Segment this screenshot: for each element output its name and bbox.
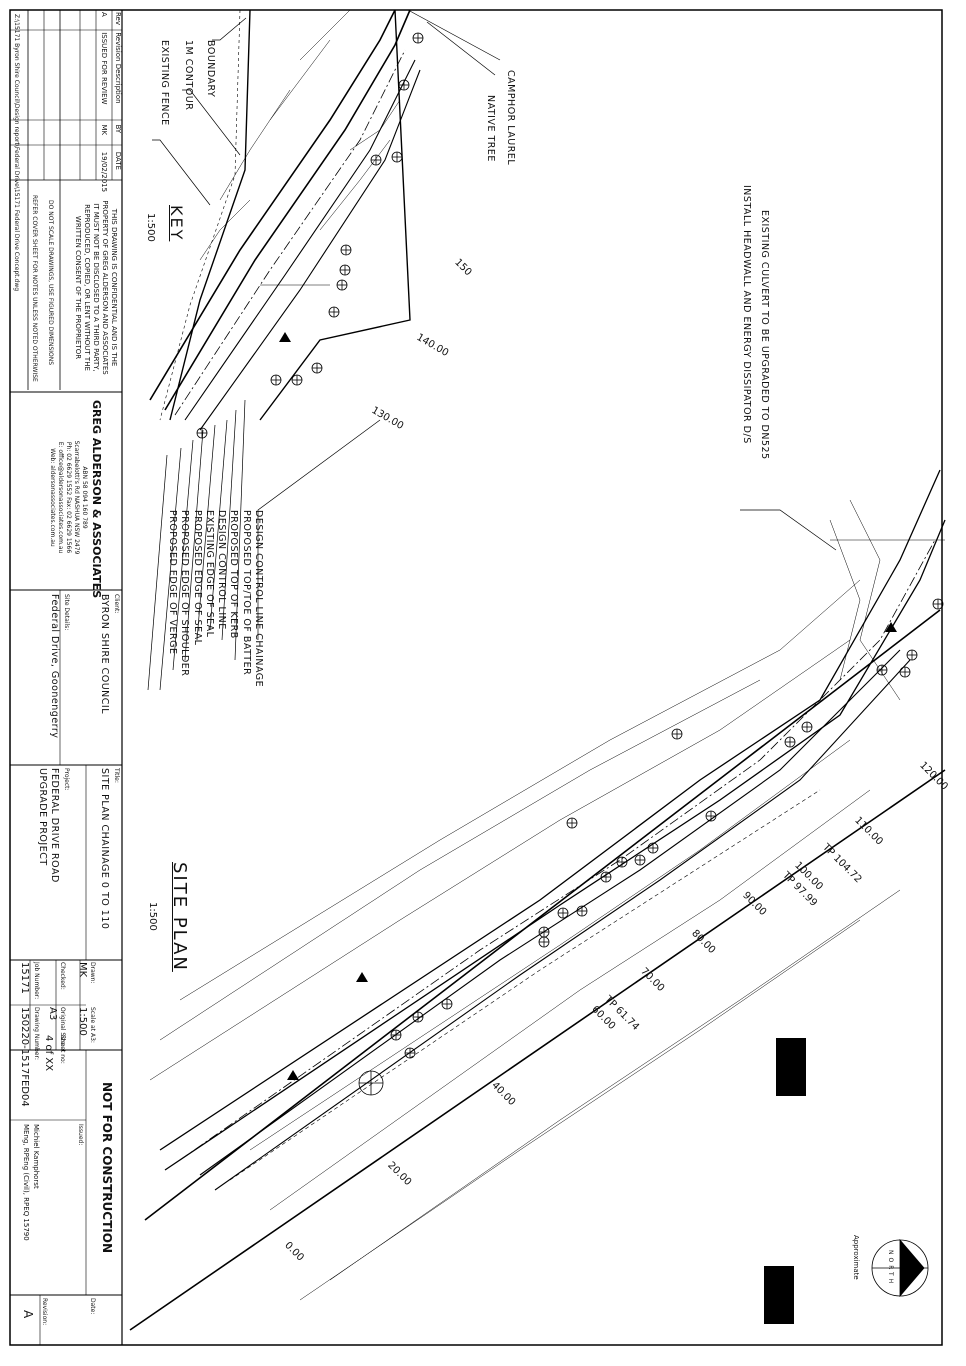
legend-top-of-kerb: PROPOSED TOP OF KERB bbox=[228, 510, 240, 639]
engineer-name: Michiel Kamphorst bbox=[32, 1124, 40, 1189]
date-cell: 19/02/2015 bbox=[100, 151, 108, 193]
drawn-value: MK bbox=[77, 962, 88, 978]
company-abn: ABN 58 094 160 789 bbox=[81, 466, 88, 529]
key-scale: 1:500 bbox=[145, 213, 156, 242]
confidential-line-5: WRITTEN CONSENT OF THE PROPRIETOR bbox=[74, 215, 82, 360]
client-value: BYRON SHIRE COUNCIL bbox=[99, 594, 110, 715]
label-1m-contour: 1M CONTOUR bbox=[183, 40, 194, 111]
site-plan-scale: 1:500 bbox=[147, 902, 158, 931]
north-approximate: Approximate bbox=[852, 1235, 860, 1280]
confidential-line-1: THIS DRAWING IS CONFIDENTIAL AND IS THE bbox=[110, 208, 118, 367]
company-name: GREG ALDERSON & ASSOCIATES bbox=[90, 400, 103, 599]
redaction-block-lower bbox=[764, 1266, 794, 1324]
project-line-1: FEDERAL DRIVE ROAD bbox=[49, 768, 60, 883]
rev-col-header: Rev bbox=[114, 12, 122, 25]
drawn-label: Drawn: bbox=[89, 962, 96, 984]
legend-top-toe-of-batter: PROPOSED TOP/TOE OF BATTER bbox=[240, 510, 252, 676]
site-plan-title: SITE PLAN bbox=[169, 862, 190, 972]
legend-existing-edge-of-seal: EXISTING EDGE OF SEAL bbox=[203, 510, 215, 638]
drawing-number-value: 150220-1517FED04 bbox=[19, 1007, 30, 1107]
legend-proposed-edge-of-shoulder: PROPOSED EDGE OF SHOULDER bbox=[179, 510, 191, 677]
scale-a3-label: Scale at A3: bbox=[89, 1007, 96, 1043]
legend-proposed-edge-of-verge: PROPOSED EDGE OF VERGE bbox=[166, 510, 178, 655]
site-value: Federal Drive, Goonengerry bbox=[49, 594, 60, 739]
confidential-line-2: PROPERTY OF GREG ALDERSON AND ASSOCIATES bbox=[101, 200, 109, 375]
status-not-for-construction: NOT FOR CONSTRUCTION bbox=[100, 1082, 114, 1253]
company-phone: Ph: 02 6629 1552 Fax: 02 6629 1566 bbox=[65, 441, 72, 554]
original-size-value: A3 bbox=[47, 1007, 58, 1021]
site-label: Site Details: bbox=[63, 594, 70, 631]
legend-design-control-line: DESIGN CONTROL LINE bbox=[216, 510, 228, 630]
rev-cell: A bbox=[100, 12, 108, 17]
redaction-block-upper bbox=[776, 1038, 806, 1096]
company-address: Scarrabelotti's Rd NASHUA NSW 2479 bbox=[73, 440, 80, 555]
label-existing-fence: EXISTING FENCE bbox=[159, 40, 170, 126]
do-not-scale-note: DO NOT SCALE DRAWINGS, USE FIGURED DIMEN… bbox=[47, 200, 54, 366]
label-boundary: BOUNDARY bbox=[205, 40, 216, 98]
company-email: E: office@aldersonassociates.com.au bbox=[57, 441, 64, 554]
project-label: Project: bbox=[63, 768, 70, 791]
confidential-note: THIS DRAWING IS CONFIDENTIAL AND IS THE … bbox=[73, 195, 118, 380]
label-headwall: INSTALL HEADWALL AND ENERGY DISSIPATOR D… bbox=[741, 185, 752, 444]
revision-value: A bbox=[21, 1310, 35, 1319]
title-label: Title: bbox=[113, 768, 120, 783]
job-number-label: Job Number: bbox=[33, 962, 40, 1000]
title-value: SITE PLAN CHAINAGE 0 TO 110 bbox=[99, 768, 110, 930]
drawing-number-label: Drawing Number: bbox=[33, 1007, 40, 1060]
key-title: KEY bbox=[167, 205, 186, 242]
confidential-line-4: REPRODUCED, COPIED, OR LENT WITHOUT THE bbox=[83, 204, 91, 371]
by-col-header: BY bbox=[114, 124, 122, 134]
cover-sheet-note: REFER COVER SHEET FOR NOTES UNLESS NOTED… bbox=[31, 195, 38, 382]
engineer-credentials: MEng, RPEng (Civil), RPEQ 15790 bbox=[22, 1124, 30, 1241]
sheet-no-value: 4 of XX bbox=[43, 1035, 54, 1072]
label-native-tree: NATIVE TREE bbox=[485, 95, 496, 162]
client-label: Client: bbox=[113, 594, 120, 614]
revision-description-header: Revision Description bbox=[114, 32, 122, 104]
revision-table-headers: Rev Revision Description BY DATE bbox=[113, 12, 122, 170]
confidential-line-3: IT MUST NOT BE DISCLOSED TO A THIRD PART… bbox=[92, 203, 100, 372]
north-arrow-icon bbox=[872, 1240, 928, 1296]
label-culvert-upgrade: EXISTING CULVERT TO BE UPGRADED TO DN525 bbox=[759, 210, 770, 460]
file-path: Z:\15171 Byron Shire Council\Design repo… bbox=[13, 14, 20, 292]
scale-a3-value: 1:500 bbox=[77, 1007, 88, 1036]
revision-label: Revision: bbox=[41, 1298, 48, 1326]
legend-proposed-edge-of-seal: PROPOSED EDGE OF SEAL bbox=[191, 510, 203, 646]
date-label: Date: bbox=[89, 1298, 96, 1315]
legend-design-control-line-chainage: DESIGN CONTROL LINE CHAINAGE bbox=[253, 510, 264, 688]
revision-row-a: A ISSUED FOR REVIEW MK 19/02/2015 bbox=[99, 12, 108, 192]
issued-label: Issued: bbox=[77, 1124, 84, 1146]
date-col-header: DATE bbox=[114, 151, 122, 170]
legend-list: DESIGN CONTROL LINE CHAINAGE PROPOSED TO… bbox=[166, 510, 264, 687]
company-details: ABN 58 094 160 789 Scarrabelotti's Rd NA… bbox=[48, 420, 88, 575]
by-cell: MK bbox=[100, 124, 108, 136]
company-web: Web: aldersonassociates.com.au bbox=[49, 448, 56, 547]
revision-description-cell: ISSUED FOR REVIEW bbox=[100, 32, 108, 105]
sheet-no-label: Sheet no: bbox=[59, 1035, 66, 1064]
job-number-value: 15171 bbox=[19, 962, 30, 994]
label-camphor-laurel: CAMPHOR LAUREL bbox=[505, 70, 516, 166]
checked-label: Checked: bbox=[59, 962, 66, 990]
project-line-2: UPGRADE PROJECT bbox=[37, 768, 48, 866]
